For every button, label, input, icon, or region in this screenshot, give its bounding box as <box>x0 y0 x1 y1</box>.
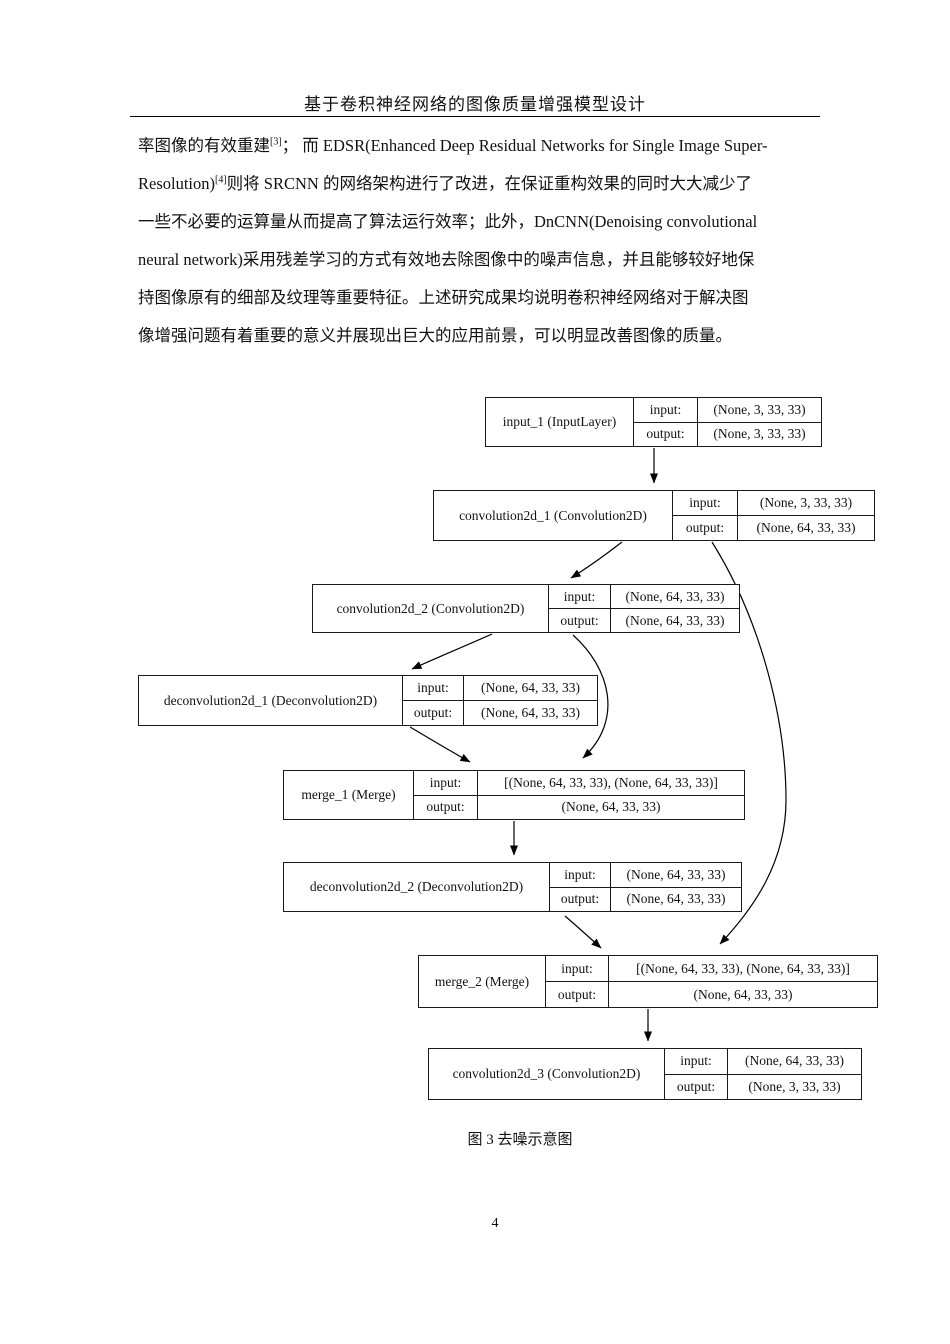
diagram-node-convolution2d-1: convolution2d_1 (Convolution2D) input: (… <box>433 490 875 541</box>
node-input-shape: [(None, 64, 33, 33), (None, 64, 33, 33)] <box>636 960 850 976</box>
page-number: 4 <box>491 1216 499 1231</box>
node-output-key: output: <box>673 516 738 540</box>
node-output-shape: (None, 3, 33, 33) <box>713 426 806 442</box>
diagram-node-merge-2: merge_2 (Merge) input: [(None, 64, 33, 3… <box>418 955 878 1008</box>
edge-conv2-deconv1 <box>411 633 493 670</box>
node-output-shape: (None, 64, 33, 33) <box>693 986 793 1002</box>
edge-deconv2-merge2 <box>564 915 602 949</box>
body-paragraph: 率图像的有效重建[3]； 而 EDSR(Enhanced Deep Residu… <box>138 127 864 355</box>
node-label: merge_1 (Merge) <box>284 771 414 819</box>
diagram-node-convolution2d-2: convolution2d_2 (Convolution2D) input: (… <box>312 584 740 633</box>
node-input-key: input: <box>546 956 609 981</box>
node-label: deconvolution2d_1 (Deconvolution2D) <box>139 676 403 725</box>
node-input-shape: (None, 64, 33, 33) <box>481 680 580 695</box>
diagram-node-deconvolution2d-2: deconvolution2d_2 (Deconvolution2D) inpu… <box>283 862 742 912</box>
node-output-shape: (None, 3, 33, 33) <box>748 1078 841 1094</box>
paragraph-line: 像增强问题有着重要的意义并展现出巨大的应用前景，可以明显改善图像的质量。 <box>138 326 732 345</box>
node-input-shape: [(None, 64, 33, 33), (None, 64, 33, 33)] <box>504 774 718 790</box>
node-input-shape: (None, 3, 33, 33) <box>713 401 806 417</box>
diagram-node-merge-1: merge_1 (Merge) input: [(None, 64, 33, 3… <box>283 770 745 820</box>
node-label: merge_2 (Merge) <box>419 956 546 1007</box>
paragraph-line: 率图像的有效重建[3]； 而 EDSR(Enhanced Deep Residu… <box>138 136 768 155</box>
node-output-key: output: <box>549 609 611 632</box>
page-header-title: 基于卷积神经网络的图像质量增强模型设计 <box>304 95 646 114</box>
node-input-key: input: <box>665 1049 728 1074</box>
node-input-shape: (None, 64, 33, 33) <box>626 866 726 882</box>
node-output-key: output: <box>634 422 698 446</box>
node-label: input_1 (InputLayer) <box>486 398 634 446</box>
node-output-key: output: <box>546 982 609 1007</box>
node-label: convolution2d_1 (Convolution2D) <box>434 491 673 540</box>
diagram-node-deconvolution2d-1: deconvolution2d_1 (Deconvolution2D) inpu… <box>138 675 598 726</box>
node-output-shape: (None, 64, 33, 33) <box>626 891 726 907</box>
node-output-shape: (None, 64, 33, 33) <box>625 612 725 628</box>
diagram-node-input-1: input_1 (InputLayer) input: (None, 3, 33… <box>485 397 822 447</box>
node-input-key: input: <box>550 863 611 887</box>
node-input-key: input: <box>673 491 738 515</box>
paragraph-line: 持图像原有的细部及纹理等重要特征。上述研究成果均说明卷积神经网络对于解决图 <box>138 288 749 307</box>
node-label: convolution2d_3 (Convolution2D) <box>429 1049 665 1099</box>
figure-caption: 图 3 去噪示意图 <box>467 1132 573 1148</box>
diagram-node-convolution2d-3: convolution2d_3 (Convolution2D) input: (… <box>428 1048 862 1100</box>
node-input-key: input: <box>634 398 698 422</box>
paragraph-line: neural network)采用残差学习的方式有效地去除图像中的噪声信息，并且… <box>138 250 755 269</box>
node-label: deconvolution2d_2 (Deconvolution2D) <box>284 863 550 911</box>
paragraph-line: 一些不必要的运算量从而提高了算法运行效率；此外，DnCNN(Denoising … <box>138 212 758 231</box>
node-input-shape: (None, 64, 33, 33) <box>625 588 725 604</box>
node-output-shape: (None, 64, 33, 33) <box>561 799 661 815</box>
node-input-key: input: <box>403 676 464 700</box>
node-output-shape: (None, 64, 33, 33) <box>481 705 580 720</box>
node-output-shape: (None, 64, 33, 33) <box>756 520 856 535</box>
node-input-key: input: <box>414 771 478 795</box>
citation-superscript: [3] <box>270 136 282 148</box>
node-label: convolution2d_2 (Convolution2D) <box>313 585 549 632</box>
node-input-shape: (None, 64, 33, 33) <box>745 1053 844 1069</box>
header-rule <box>130 116 820 117</box>
node-output-key: output: <box>665 1074 728 1099</box>
citation-superscript: [4] <box>215 174 227 186</box>
node-output-key: output: <box>550 887 611 911</box>
edge-deconv1-merge1 <box>409 726 471 763</box>
node-output-key: output: <box>414 795 478 819</box>
node-input-shape: (None, 3, 33, 33) <box>759 495 853 510</box>
edge-conv1-conv2 <box>570 541 623 579</box>
node-input-key: input: <box>549 585 611 608</box>
paragraph-line: Resolution)[4]则将 SRCNN 的网络架构进行了改进，在保证重构效… <box>138 174 752 193</box>
node-output-key: output: <box>403 701 464 725</box>
